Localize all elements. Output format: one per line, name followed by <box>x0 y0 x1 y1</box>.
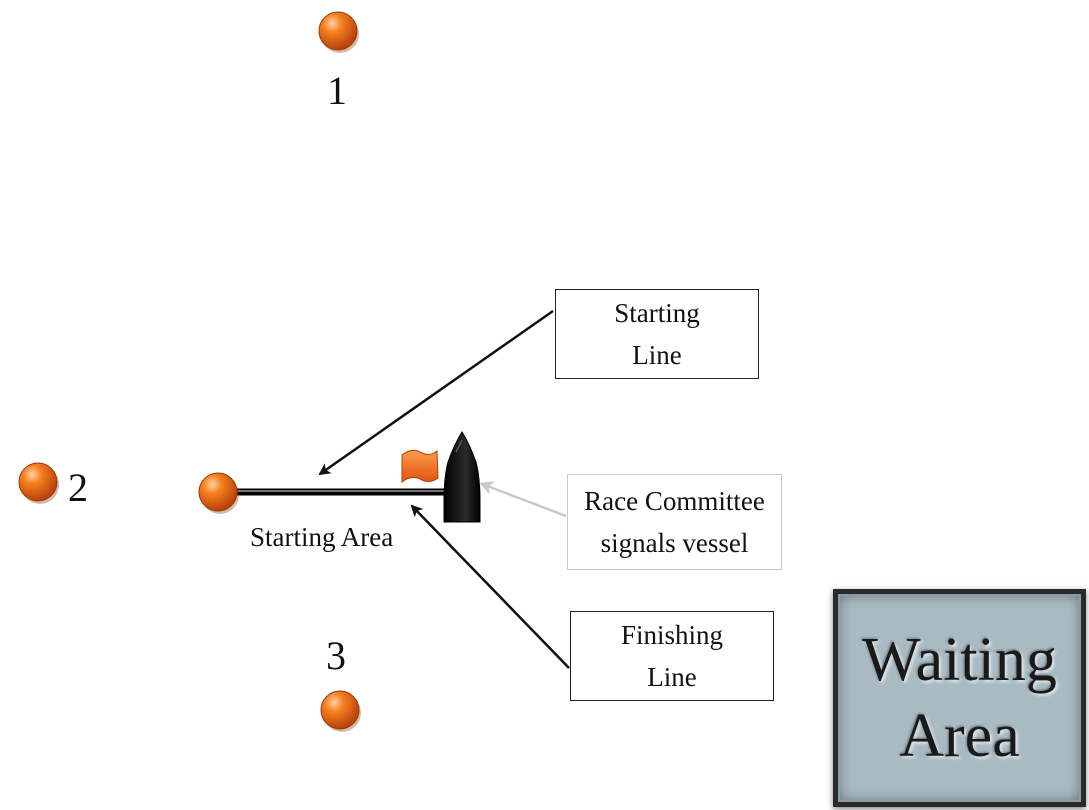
mark-2-label: 2 <box>68 465 88 510</box>
committee-vessel-callout-line1: Race Committee <box>584 486 765 516</box>
finishing-line-callout: Finishing Line <box>570 611 774 701</box>
finishing-line-callout-line2: Line <box>647 662 697 692</box>
buoy-mark-3-icon <box>320 690 361 732</box>
starting-line-callout-line2: Line <box>632 340 682 370</box>
buoy-mark-1-icon <box>318 11 359 53</box>
starting-area-label: Starting Area <box>250 522 394 552</box>
pin-end-buoy-icon <box>198 472 239 514</box>
finishing-line-arrow <box>410 504 570 669</box>
orange-flag-icon <box>401 449 439 484</box>
mark-1-label: 1 <box>327 68 347 113</box>
committee-vessel-arrow <box>479 481 567 518</box>
committee-vessel-callout: Race Committee signals vessel <box>567 474 782 570</box>
committee-boat-icon <box>443 431 481 523</box>
starting-line <box>218 488 446 496</box>
starting-line-callout: Starting Line <box>555 289 759 379</box>
committee-vessel-callout-line2: signals vessel <box>600 528 749 558</box>
waiting-area-box: Waiting Area <box>833 589 1086 807</box>
starting-line-arrow <box>318 309 554 476</box>
finishing-line-callout-line1: Finishing <box>620 620 724 650</box>
buoy-mark-2-icon <box>18 462 59 504</box>
mark-3-label: 3 <box>326 633 346 678</box>
starting-line-callout-line1: Starting <box>614 298 700 328</box>
waiting-area-line1: Waiting <box>862 626 1057 694</box>
waiting-area-line2: Area <box>899 702 1020 770</box>
